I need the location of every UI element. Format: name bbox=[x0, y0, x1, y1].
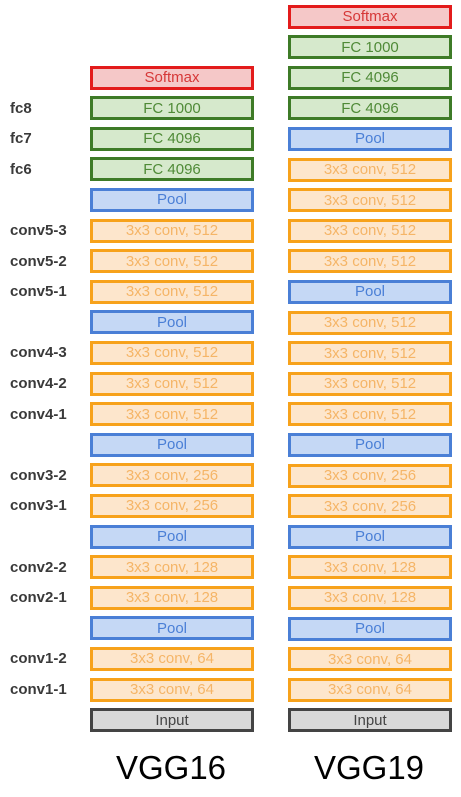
vgg19-conv-block: 3x3 conv, 128 bbox=[288, 585, 452, 610]
vgg16-conv-block: 3x3 conv, 64 bbox=[90, 646, 254, 671]
vgg16-layer-label: conv5-2 bbox=[10, 252, 67, 270]
vgg16-title: VGG16 bbox=[115, 749, 227, 786]
vgg19-input-block: Input bbox=[288, 708, 452, 733]
vgg16-layer-label: conv4-3 bbox=[10, 344, 67, 362]
vgg19-softmax-block: Softmax bbox=[288, 4, 452, 29]
vgg19-conv-block: 3x3 conv, 512 bbox=[288, 249, 452, 274]
vgg16-layer-label: conv2-1 bbox=[10, 589, 67, 607]
vgg19-pool-block: Pool bbox=[288, 279, 452, 304]
vgg16-pool-block: Pool bbox=[90, 187, 254, 212]
vgg16-layer-label: conv4-1 bbox=[10, 405, 67, 423]
vgg19-conv-block: 3x3 conv, 512 bbox=[288, 157, 452, 182]
vgg19-conv-block: 3x3 conv, 64 bbox=[288, 647, 452, 672]
vgg19-pool-block: Pool bbox=[288, 616, 452, 641]
vgg16-conv-block: 3x3 conv, 256 bbox=[90, 463, 254, 488]
vgg19-conv-block: 3x3 conv, 256 bbox=[288, 463, 452, 488]
vgg19-pool-block: Pool bbox=[288, 126, 452, 151]
vgg16-layer-label: fc8 bbox=[10, 99, 32, 117]
vgg16-conv-block: 3x3 conv, 512 bbox=[90, 371, 254, 396]
vgg19-pool-block: Pool bbox=[288, 432, 452, 457]
vgg19-fc-block: FC 4096 bbox=[288, 96, 452, 121]
vgg16-input-block: Input bbox=[90, 708, 254, 733]
vgg16-fc-block: FC 4096 bbox=[90, 126, 254, 151]
vgg16-layer-label: conv3-1 bbox=[10, 497, 67, 515]
vgg16-softmax-block: Softmax bbox=[90, 65, 254, 90]
vgg16-conv-block: 3x3 conv, 128 bbox=[90, 555, 254, 580]
vgg19-fc-block: FC 4096 bbox=[288, 65, 452, 90]
vgg16-layer-label: conv1-1 bbox=[10, 681, 67, 698]
vgg16-conv-block: 3x3 conv, 512 bbox=[90, 249, 254, 274]
vgg19-conv-block: 3x3 conv, 64 bbox=[288, 677, 452, 702]
vgg16-pool-block: Pool bbox=[90, 310, 254, 335]
vgg16-fc-block: FC 1000 bbox=[90, 96, 254, 121]
vgg19-conv-block: 3x3 conv, 128 bbox=[288, 555, 452, 580]
vgg16-conv-block: 3x3 conv, 512 bbox=[90, 218, 254, 243]
vgg19-conv-block: 3x3 conv, 256 bbox=[288, 494, 452, 519]
vgg16-fc-block: FC 4096 bbox=[90, 157, 254, 182]
vgg19-title: VGG19 bbox=[313, 749, 425, 786]
vgg19-conv-block: 3x3 conv, 512 bbox=[288, 341, 452, 366]
vgg16-conv-block: 3x3 conv, 128 bbox=[90, 585, 254, 610]
vgg16-conv-block: 3x3 conv, 512 bbox=[90, 340, 254, 365]
vgg16-conv-block: 3x3 conv, 512 bbox=[90, 402, 254, 427]
vgg16-pool-block: Pool bbox=[90, 524, 254, 549]
vgg16-layer-label: conv5-3 bbox=[10, 222, 67, 239]
vgg19-fc-block: FC 1000 bbox=[288, 35, 452, 60]
vgg19-conv-block: 3x3 conv, 512 bbox=[288, 310, 452, 335]
vgg19-conv-block: 3x3 conv, 512 bbox=[288, 188, 452, 213]
vgg16-conv-block: 3x3 conv, 64 bbox=[90, 677, 254, 702]
vgg19-conv-block: 3x3 conv, 512 bbox=[288, 371, 452, 396]
vgg19-pool-block: Pool bbox=[288, 524, 452, 549]
vgg16-layer-label: fc7 bbox=[10, 130, 32, 148]
vgg16-layer-label: conv2-2 bbox=[10, 558, 67, 576]
vgg16-pool-block: Pool bbox=[90, 616, 254, 641]
vgg16-conv-block: 3x3 conv, 256 bbox=[90, 493, 254, 518]
vgg16-layer-label: conv4-2 bbox=[10, 375, 67, 392]
vgg16-layer-label: fc6 bbox=[10, 160, 32, 178]
vgg16-pool-block: Pool bbox=[90, 432, 254, 457]
vgg16-layer-label: conv5-1 bbox=[10, 283, 67, 301]
vgg19-conv-block: 3x3 conv, 512 bbox=[288, 218, 452, 243]
vgg16-layer-label: conv3-2 bbox=[10, 466, 67, 484]
vgg16-layer-label: conv1-2 bbox=[10, 650, 67, 668]
vgg19-conv-block: 3x3 conv, 512 bbox=[288, 402, 452, 427]
vgg16-conv-block: 3x3 conv, 512 bbox=[90, 279, 254, 304]
